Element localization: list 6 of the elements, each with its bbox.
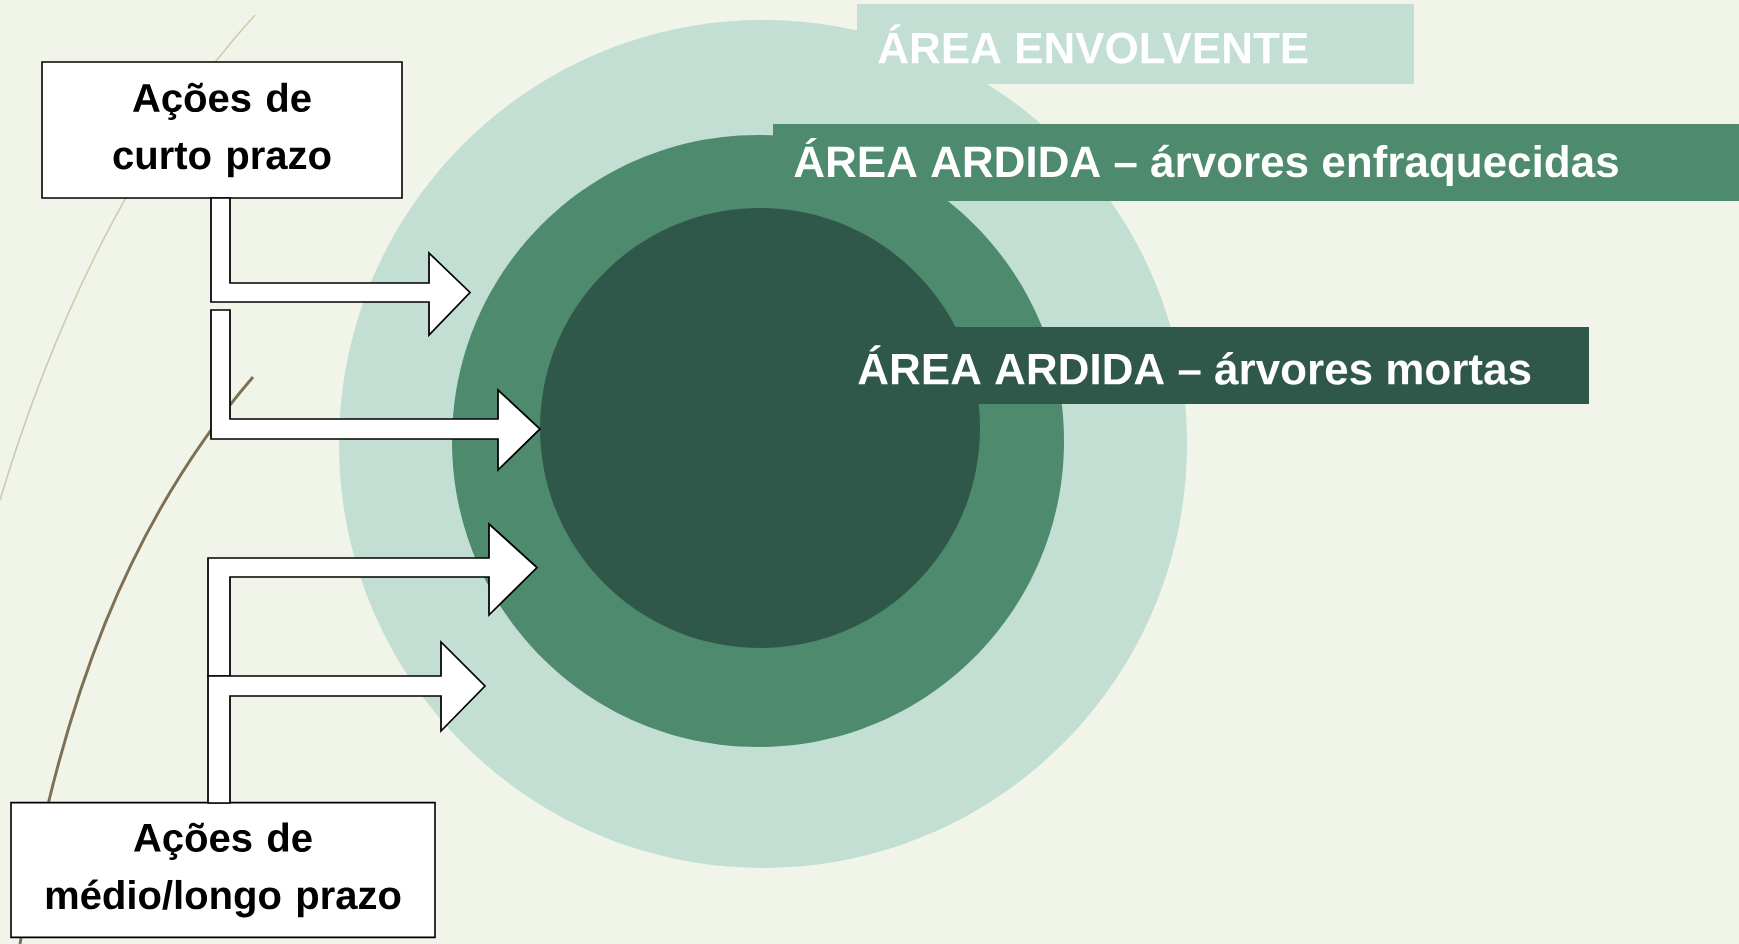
action-box: Ações de curto prazo <box>41 61 403 199</box>
action-box: Ações de médio/longo prazo <box>10 801 436 939</box>
block-arrow <box>210 197 472 338</box>
block-arrow <box>207 639 487 804</box>
block-arrow <box>210 309 542 473</box>
block-arrow <box>207 522 539 677</box>
